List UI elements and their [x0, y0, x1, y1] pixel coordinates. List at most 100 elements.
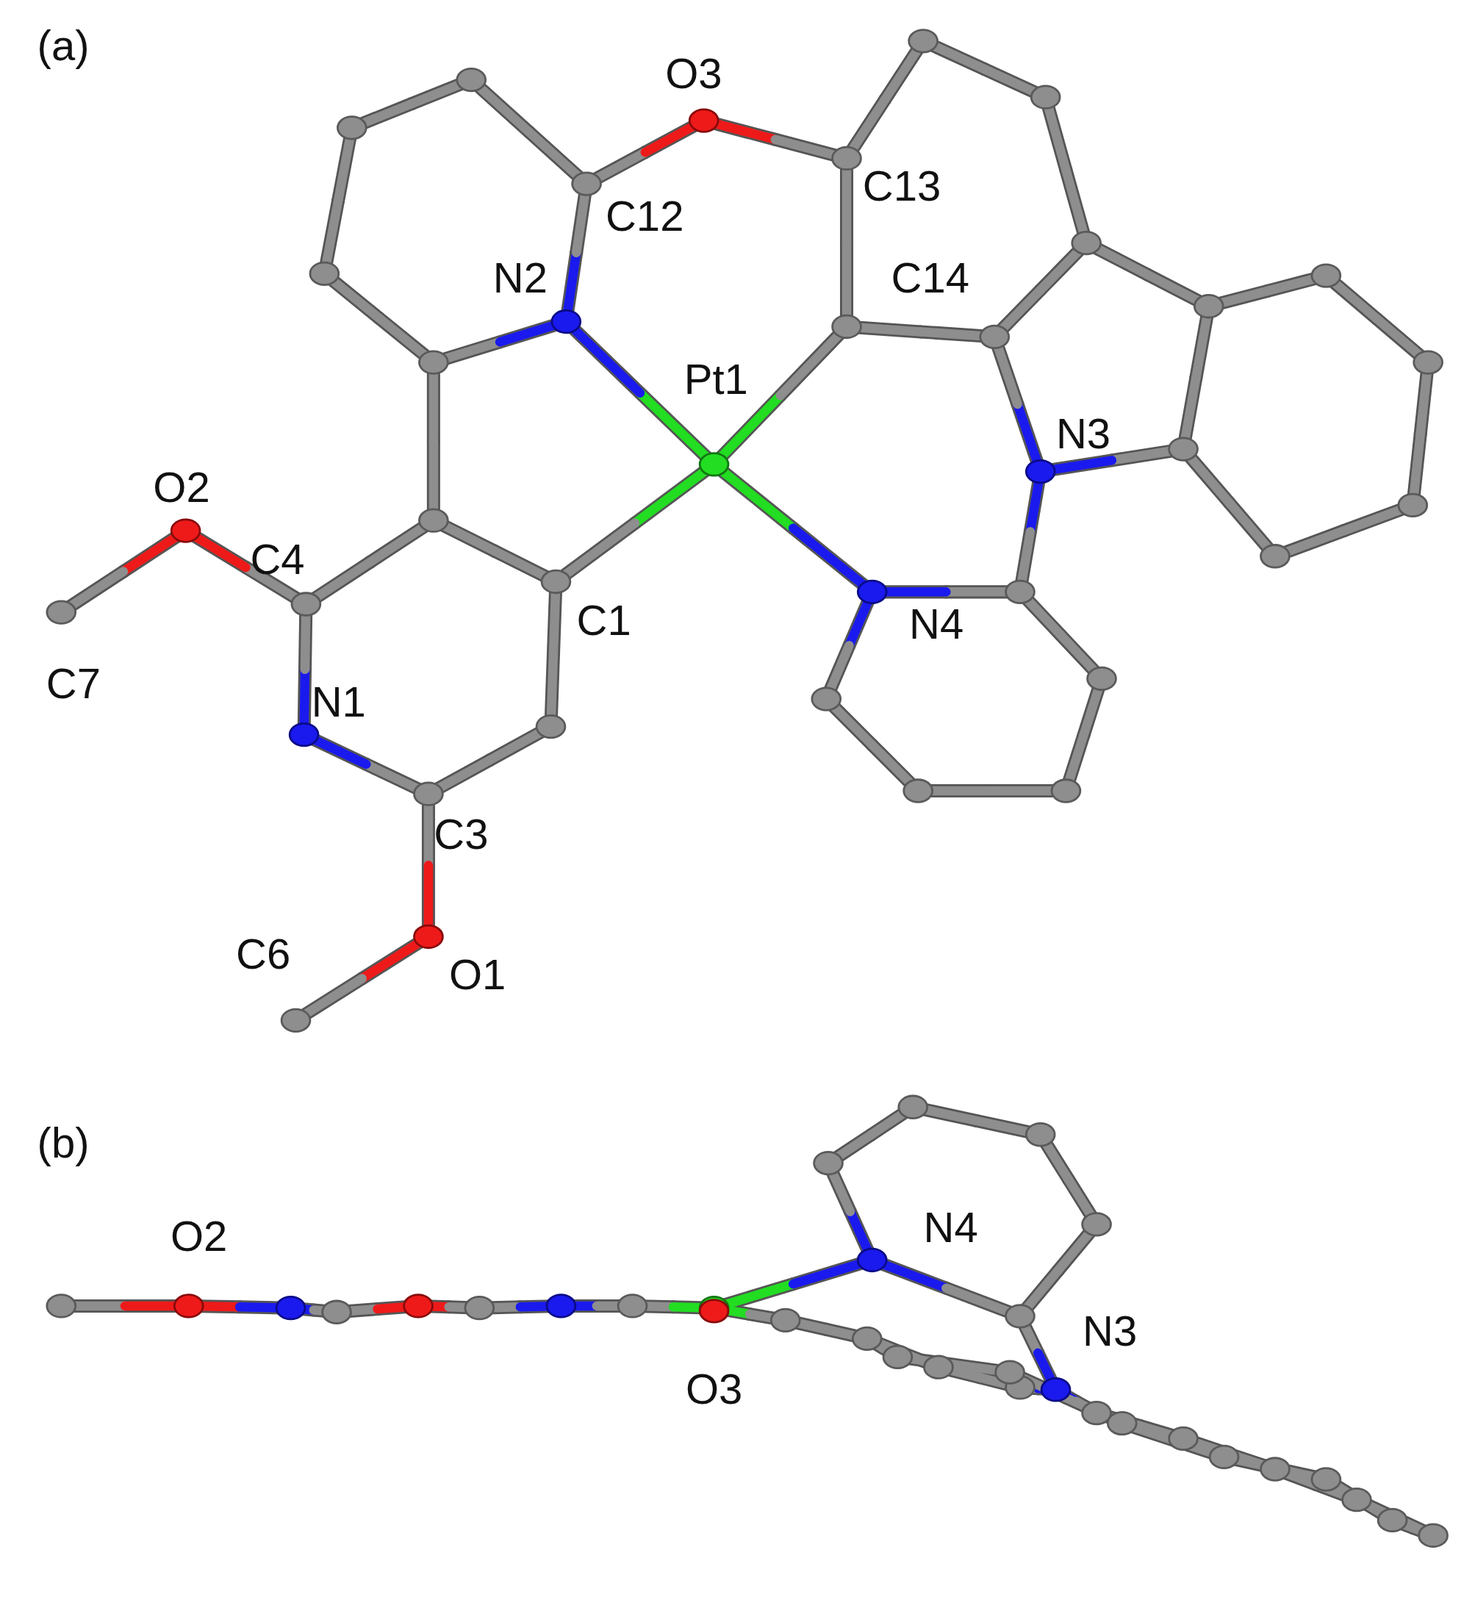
- atom: [337, 116, 366, 140]
- atom: [1006, 1305, 1035, 1329]
- atom: [812, 687, 841, 711]
- atom-label: Pt1: [684, 357, 749, 401]
- atom: [1261, 545, 1290, 569]
- structure-top-view: [47, 30, 1443, 1032]
- atom-label: N4: [923, 1206, 979, 1249]
- atom-label: N3: [1082, 1309, 1137, 1353]
- atom-label: N2: [493, 256, 548, 300]
- atom-label: C13: [862, 164, 941, 208]
- atom: [418, 351, 448, 375]
- bond-outline: [840, 158, 854, 243]
- atom: [1419, 1524, 1448, 1548]
- atom: [572, 172, 602, 196]
- atom: [898, 1095, 928, 1119]
- bond: [842, 242, 852, 328]
- atom: [699, 453, 729, 477]
- atom: [1072, 231, 1101, 255]
- atom: [289, 723, 319, 746]
- structure-side-view: [47, 1095, 1448, 1547]
- bond-outline: [634, 464, 715, 524]
- atom: [281, 1009, 311, 1032]
- atom-label: O3: [665, 52, 722, 95]
- atom: [1169, 438, 1198, 461]
- atom: [1025, 460, 1055, 483]
- atom: [832, 315, 862, 339]
- atom: [465, 1296, 494, 1320]
- panel-label: (b): [37, 1121, 90, 1165]
- bond: [565, 321, 641, 394]
- atom: [852, 1327, 882, 1351]
- atom-label: N4: [909, 602, 964, 646]
- atom: [536, 715, 566, 738]
- atom: [1311, 1468, 1341, 1492]
- atom: [1414, 351, 1443, 375]
- atom: [1087, 667, 1117, 691]
- bond-outline: [792, 528, 873, 593]
- atom: [1209, 1445, 1239, 1469]
- bond-outline: [714, 464, 794, 529]
- atom: [883, 1345, 913, 1369]
- atom: [857, 580, 887, 604]
- atom: [903, 779, 933, 803]
- atom-label: N1: [311, 680, 366, 724]
- atom: [1342, 1488, 1372, 1512]
- atom-label: O2: [170, 1214, 228, 1258]
- atom: [322, 1300, 352, 1324]
- atom-label: N3: [1056, 412, 1111, 455]
- atom: [699, 1300, 729, 1323]
- bond: [634, 464, 715, 524]
- bond-outline: [840, 242, 854, 328]
- atom-label: C7: [46, 662, 101, 705]
- bond: [792, 528, 873, 593]
- atom: [770, 1308, 800, 1332]
- atom: [546, 1294, 576, 1318]
- atom: [551, 310, 581, 333]
- atom: [1377, 1508, 1407, 1532]
- bond: [714, 395, 781, 465]
- atom-label: C6: [235, 932, 291, 976]
- atom: [832, 146, 862, 170]
- atom: [857, 1248, 887, 1272]
- bond-outline: [640, 393, 715, 465]
- atom: [276, 1296, 305, 1320]
- atom: [1025, 1122, 1055, 1146]
- atom-label: O3: [685, 1367, 743, 1411]
- atom-label: C1: [576, 598, 632, 642]
- atom: [1169, 1427, 1198, 1451]
- atom: [418, 509, 448, 533]
- atom-label: O1: [449, 953, 506, 996]
- atom: [618, 1294, 647, 1318]
- bond: [842, 158, 852, 243]
- atom: [291, 593, 321, 616]
- panel-label: (a): [37, 24, 90, 67]
- atom: [1261, 1458, 1290, 1481]
- bond-outline: [780, 326, 847, 396]
- atom: [923, 1355, 953, 1379]
- atom: [1107, 1411, 1137, 1435]
- atom: [457, 68, 486, 92]
- atom-label: C3: [433, 812, 488, 856]
- atom: [1194, 294, 1223, 318]
- atom: [174, 1294, 203, 1318]
- atom: [47, 601, 76, 624]
- atom-label: O2: [152, 465, 210, 509]
- atom: [541, 570, 571, 594]
- atom: [980, 325, 1010, 349]
- bond: [555, 523, 635, 583]
- atom: [1082, 1401, 1112, 1425]
- atom: [814, 1151, 843, 1175]
- atom: [171, 519, 200, 543]
- bond-outline: [565, 321, 641, 394]
- bond-outline: [714, 395, 781, 465]
- atom: [1082, 1213, 1112, 1237]
- atom: [995, 1361, 1025, 1384]
- atom: [1311, 264, 1341, 288]
- atom: [414, 925, 444, 949]
- atom: [404, 1294, 433, 1318]
- atom: [1006, 580, 1035, 604]
- atom-label: C12: [605, 194, 684, 238]
- atom: [414, 782, 444, 806]
- atom: [1051, 779, 1081, 803]
- atom: [1398, 493, 1428, 517]
